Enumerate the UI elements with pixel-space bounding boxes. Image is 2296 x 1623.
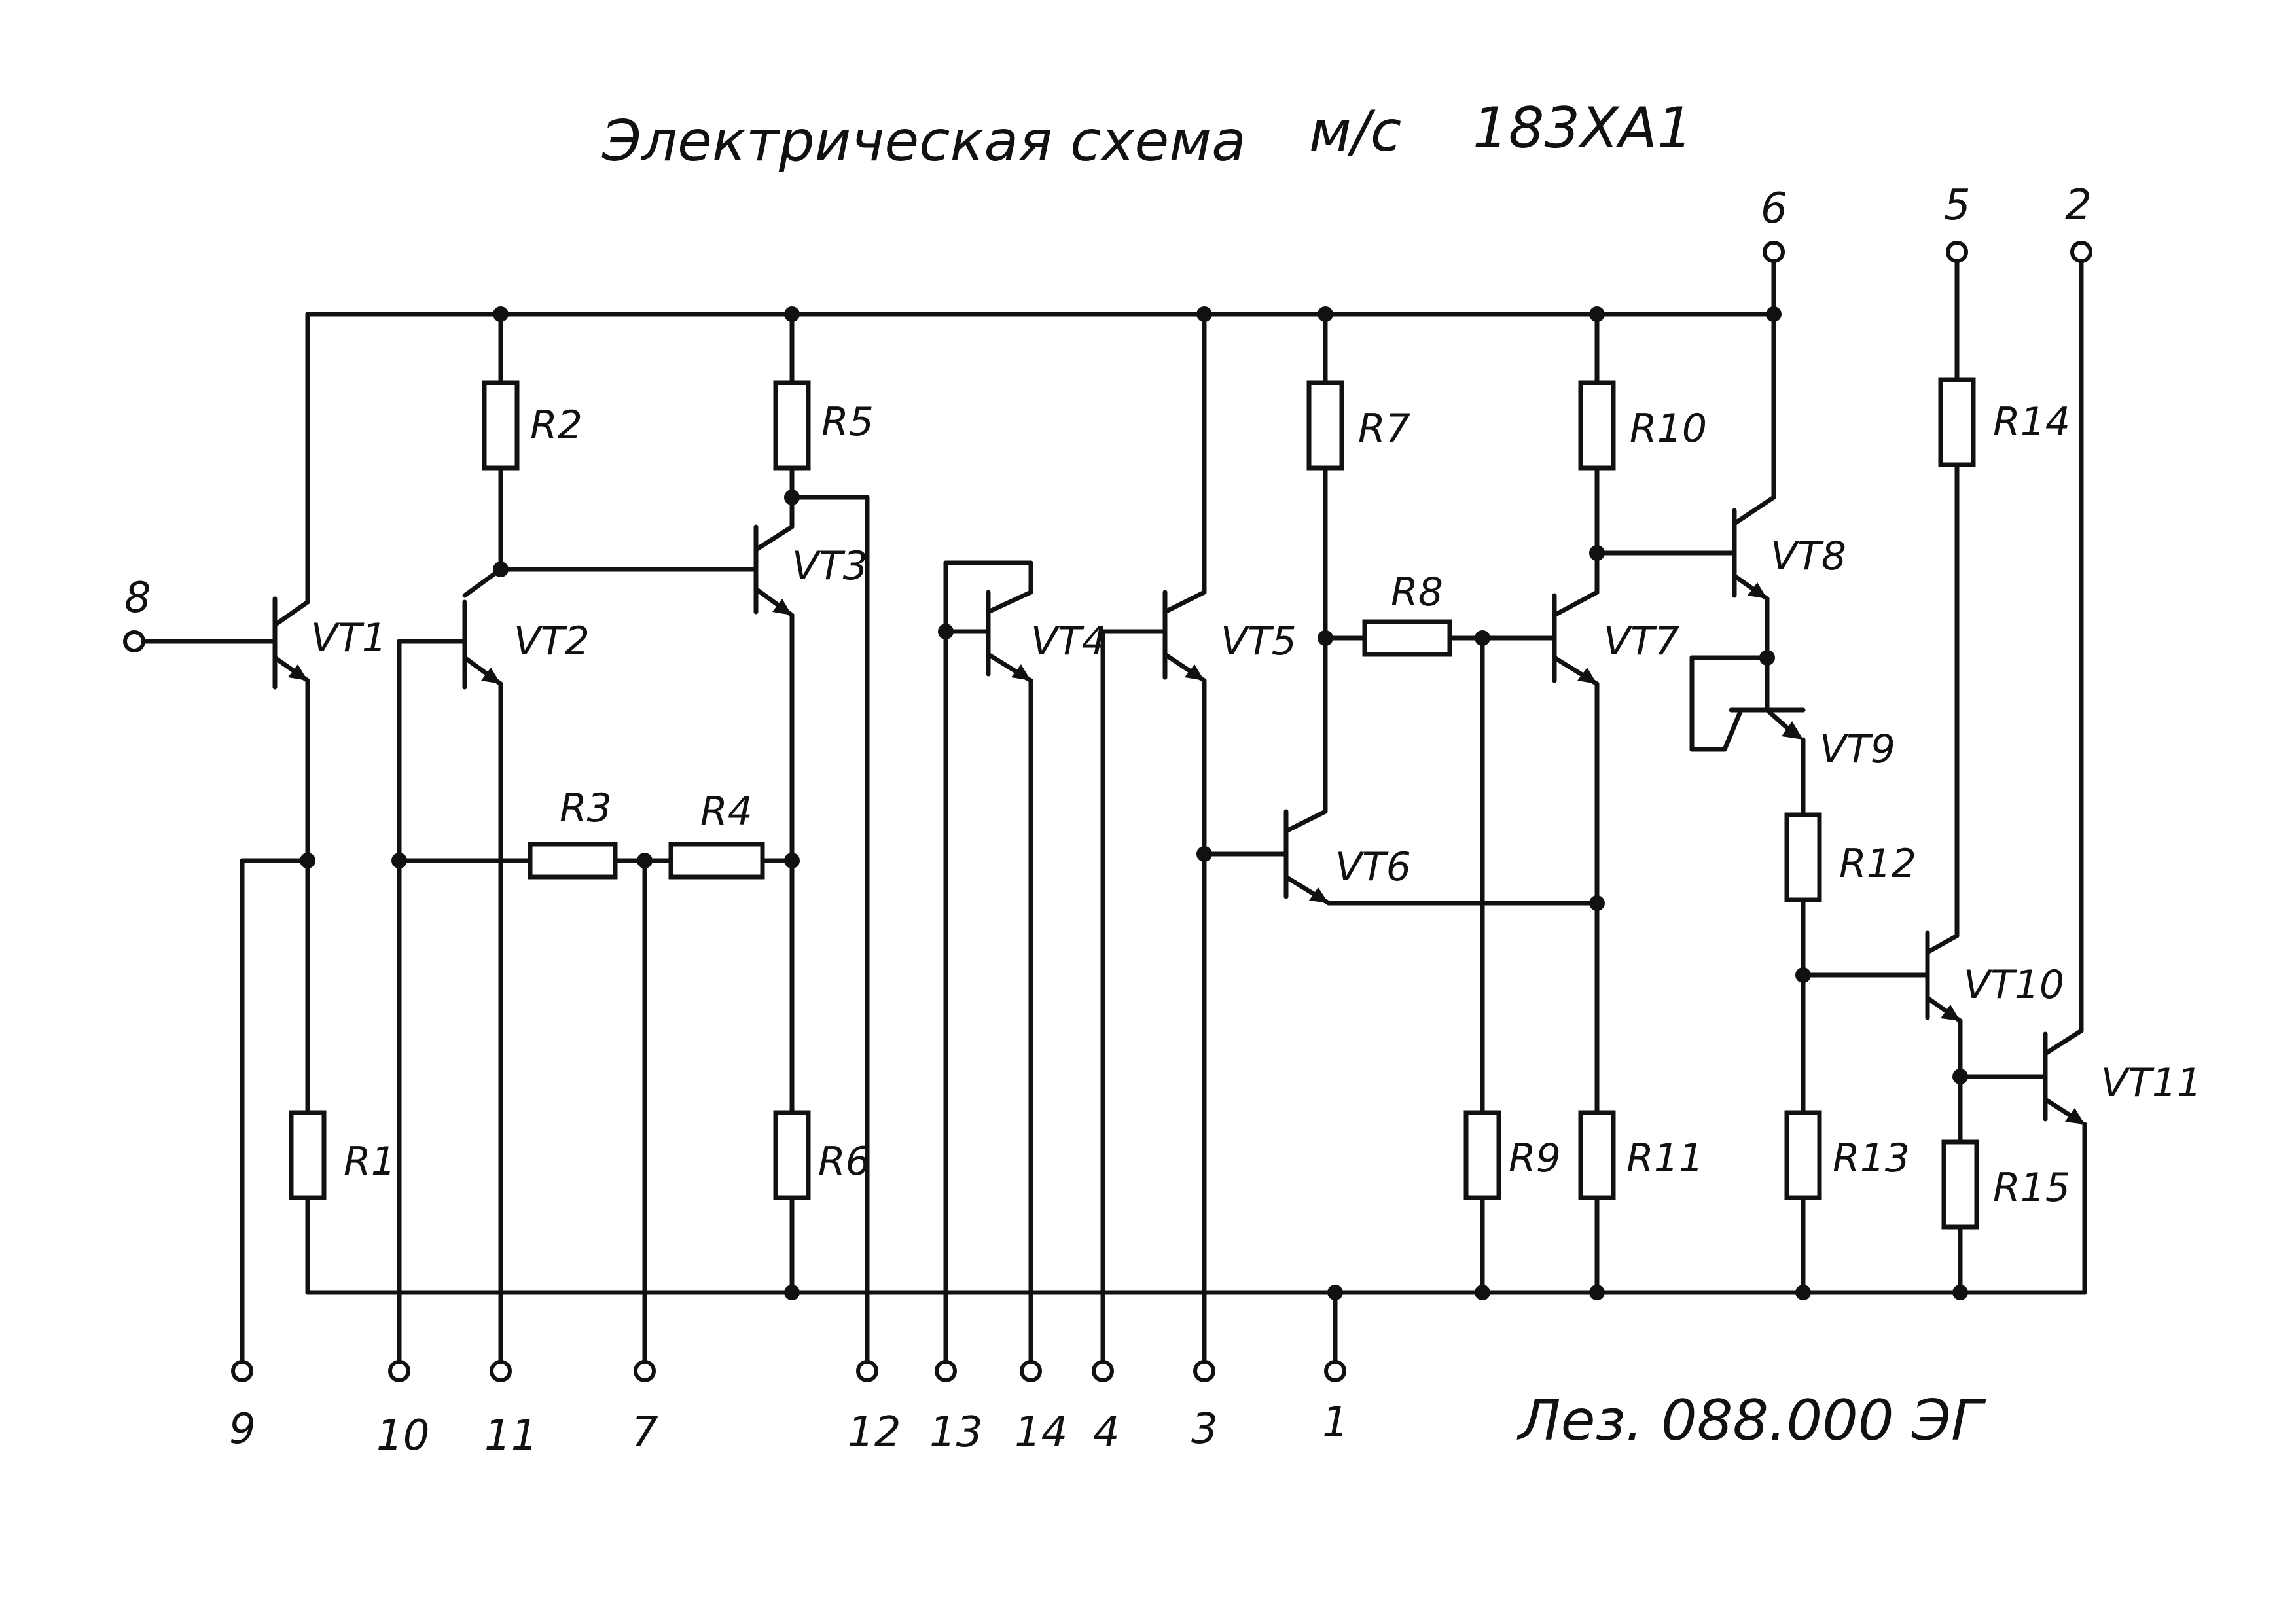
r3-r4-chain xyxy=(613,858,798,1364)
resistor-r1 xyxy=(289,1110,327,1200)
resistor-r11 xyxy=(1578,1110,1616,1200)
label-r2: R2 xyxy=(530,402,583,448)
vt8-vt9-stage xyxy=(1594,253,1930,1295)
label-r7: R7 xyxy=(1358,406,1410,452)
label-vt7: VT7 xyxy=(1604,618,1679,664)
pin-label-13: 13 xyxy=(929,1408,982,1457)
pin-label-8: 8 xyxy=(124,574,151,622)
pin-8-terminal xyxy=(123,630,145,652)
resistor-r2 xyxy=(482,380,520,471)
diagram-title: Электрическая схема xyxy=(601,109,1246,174)
vt7-stage xyxy=(1323,312,1600,1295)
component-labels: VT1 VT2 VT3 VT4 VT5 VT6 VT7 VT8 VT9 VT10… xyxy=(311,399,2202,1211)
pin-label-11: 11 xyxy=(484,1412,537,1460)
label-r11: R11 xyxy=(1626,1135,1704,1181)
resistor-r10 xyxy=(1578,380,1616,471)
pin-label-6: 6 xyxy=(1761,185,1787,233)
resistor-r5 xyxy=(773,380,811,471)
label-r9: R9 xyxy=(1509,1135,1561,1181)
label-vt3: VT3 xyxy=(792,543,868,589)
junction-dots xyxy=(300,306,1968,1300)
label-vt2: VT2 xyxy=(514,618,590,664)
label-vt1: VT1 xyxy=(311,615,387,661)
label-r8: R8 xyxy=(1391,569,1443,615)
label-vt6: VT6 xyxy=(1335,844,1411,890)
label-r10: R10 xyxy=(1630,406,1707,452)
vt2-stage xyxy=(397,312,759,1364)
resistor-r8 xyxy=(1362,619,1452,657)
pin-label-3: 3 xyxy=(1191,1405,1218,1454)
pin-9-terminal xyxy=(231,1360,253,1382)
resistor-r15 xyxy=(1941,1139,1979,1230)
label-r12: R12 xyxy=(1839,841,1916,887)
pin-label-4: 4 xyxy=(1093,1408,1120,1457)
pin-label-5: 5 xyxy=(1944,181,1971,230)
resistor-r6 xyxy=(773,1110,811,1200)
pin-label-12: 12 xyxy=(848,1408,901,1457)
pin-labels: 6 5 2 8 9 10 11 7 12 13 14 4 3 1 xyxy=(124,181,2092,1460)
vt4-stage xyxy=(943,560,1033,1364)
pin-label-10: 10 xyxy=(376,1412,429,1460)
vt5-vt6-stage xyxy=(1100,312,1600,1364)
vt3-stage xyxy=(753,312,870,1364)
resistor-r9 xyxy=(1463,1110,1501,1200)
label-r15: R15 xyxy=(1993,1165,2070,1211)
resistor-r12 xyxy=(1784,812,1822,902)
label-vt5: VT5 xyxy=(1221,618,1297,664)
label-vt11: VT11 xyxy=(2101,1060,2202,1106)
chip-prefix: м/с xyxy=(1309,99,1401,164)
pin-label-1: 1 xyxy=(1322,1399,1349,1447)
vt10-vt11-stage xyxy=(1925,256,2087,1295)
label-r13: R13 xyxy=(1833,1135,1910,1181)
label-r14: R14 xyxy=(1993,399,2070,445)
document-code: Лез. 088.000 ЭГ xyxy=(1516,1388,1986,1454)
vt1-stage xyxy=(135,312,310,1364)
label-vt9: VT9 xyxy=(1820,726,1895,772)
resistor-r4 xyxy=(668,842,765,880)
pin-label-9: 9 xyxy=(229,1405,256,1454)
pin-label-14: 14 xyxy=(1014,1408,1067,1457)
label-r6: R6 xyxy=(818,1139,870,1185)
label-r1: R1 xyxy=(344,1139,396,1185)
label-vt8: VT8 xyxy=(1770,533,1846,579)
chip-name: 183ХА1 xyxy=(1473,96,1693,161)
label-r4: R4 xyxy=(700,789,753,834)
label-r3: R3 xyxy=(560,785,612,831)
terminals xyxy=(388,241,2092,1382)
label-vt4: VT4 xyxy=(1031,618,1107,664)
label-vt10: VT10 xyxy=(1964,962,2064,1008)
resistor-r13 xyxy=(1784,1110,1822,1200)
resistor-r7 xyxy=(1306,380,1344,471)
label-r5: R5 xyxy=(821,399,874,445)
resistor-r14 xyxy=(1938,377,1976,467)
resistor-r3 xyxy=(528,842,618,880)
pin-label-2: 2 xyxy=(2065,181,2092,230)
pin-label-7: 7 xyxy=(632,1408,658,1457)
